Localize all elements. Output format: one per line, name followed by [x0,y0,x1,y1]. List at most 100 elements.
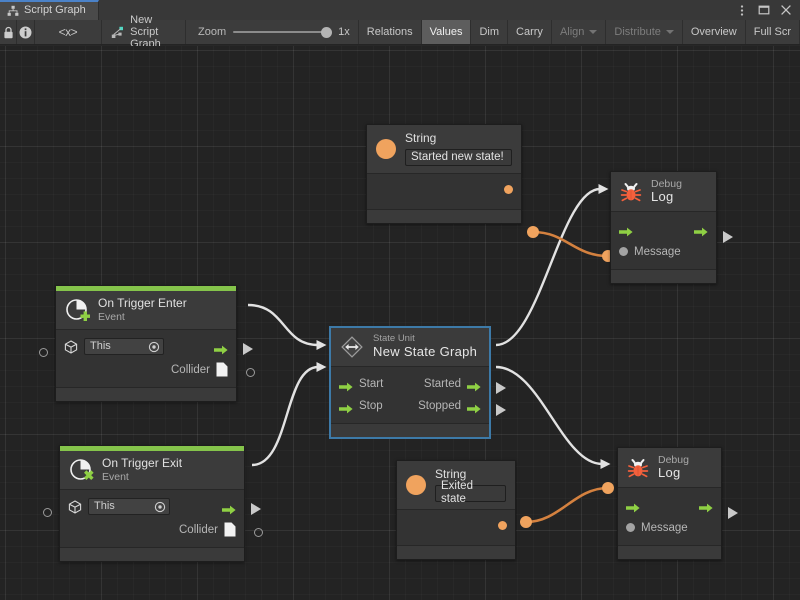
window-tab-bar: Script Graph [0,0,800,20]
node-footer [60,547,244,561]
maximize-icon[interactable] [757,4,770,17]
target-object-field[interactable]: This [84,338,165,355]
more-options-icon[interactable] [735,4,748,17]
breadcrumb[interactable]: New Script Graph [102,14,187,50]
stopped-output-connector[interactable] [496,404,506,416]
zoom-slider[interactable] [233,25,333,39]
node-body: This Collider [56,330,236,387]
string-value-icon [375,138,397,160]
zoom-value: 1x [338,26,350,38]
edge-string-top-to-message [532,230,609,258]
node-debug-log-top[interactable]: Debug Log Message [610,171,733,284]
node-header: Debug Log [611,172,716,212]
target-object-field[interactable]: This [88,498,171,515]
target-input-connector[interactable] [39,348,48,357]
toolbar-button-fullscreen[interactable]: Full Scr [746,20,800,44]
stop-input-port[interactable] [339,401,353,413]
toolbar-button-distribute[interactable]: Distribute [606,20,683,44]
event-accent-bar [56,286,236,291]
node-header: On Trigger Enter Event [56,291,236,330]
info-icon [19,26,32,39]
code-icon-label: <x> [58,25,78,39]
tab-script-graph[interactable]: Script Graph [0,0,99,20]
stopped-output-port[interactable] [467,401,481,413]
chevron-down-icon [589,30,598,34]
string-value-text: Started new state! [411,150,504,163]
node-footer [331,423,489,437]
edge-enter-to-state-start [247,303,327,350]
flow-input-port[interactable] [626,500,640,512]
toolbar-button-overview[interactable]: Overview [683,20,746,44]
node-footer [56,387,236,401]
zoom-label: Zoom [198,26,227,38]
flow-output-port[interactable] [694,224,708,236]
flow-output-port[interactable] [699,500,713,512]
node-header: Debug Log [618,448,721,488]
close-icon[interactable] [779,4,792,17]
start-label: Start [359,377,384,390]
flow-output-connector[interactable] [243,343,253,355]
node-body: Message [611,212,716,269]
edge-stopped-to-debug-bottom [495,365,611,469]
graph-canvas[interactable]: String Started new state! [0,46,800,600]
edge-port-knob [527,226,539,238]
node-state-unit[interactable]: State Unit New State Graph Start Started [330,327,506,438]
node-string-top[interactable]: String Started new state! [366,124,522,224]
string-value-input[interactable]: Started new state! [405,148,512,166]
node-string-bottom[interactable]: String Exited state [396,460,516,560]
stopped-label: Stopped [418,399,461,412]
node-footer [367,208,521,223]
graph-connections [247,184,614,528]
collider-output-connector[interactable] [254,528,263,537]
node-on-trigger-enter[interactable]: On Trigger Enter Event This [39,285,255,402]
code-toggle-button[interactable]: <x> [35,20,103,44]
message-input-port[interactable] [626,523,635,532]
string-output-port[interactable] [498,521,507,531]
tab-label: Script Graph [24,4,86,16]
lock-button[interactable] [0,20,18,44]
zoom-slider-track [233,31,332,33]
zoom-slider-handle[interactable] [321,27,333,38]
edge-string-bottom-to-message [525,486,609,524]
toolbar-button-align[interactable]: Align [552,20,607,44]
node-body: Start Started Stop [331,367,489,423]
flow-output-connector[interactable] [251,503,261,515]
string-value-input[interactable]: Exited state [435,480,506,505]
toolbar-button-align-label: Align [559,26,585,38]
node-header: On Trigger Exit Event [60,451,244,490]
string-value-icon [405,474,427,496]
info-button[interactable] [17,20,35,44]
target-object-value: This [94,500,115,512]
start-input-port[interactable] [339,379,353,391]
flow-output-connector[interactable] [728,507,738,519]
toolbar-button-relations[interactable]: Relations [359,20,422,44]
flow-output-port[interactable] [214,342,228,354]
node-debug-log-bottom[interactable]: Debug Log Message [617,447,738,560]
started-output-connector[interactable] [496,382,506,394]
collider-label: Collider [171,363,210,376]
collider-output-connector[interactable] [246,368,255,377]
object-picker-icon[interactable] [154,501,166,513]
collider-output-port[interactable] [224,522,236,537]
toolbar-button-distribute-label: Distribute [614,26,661,38]
window-controls [731,0,800,20]
node-on-trigger-exit[interactable]: On Trigger Exit Event This [43,445,263,562]
message-label: Message [641,521,688,534]
string-output-port[interactable] [504,185,513,195]
message-input-port[interactable] [619,247,628,256]
toolbar-button-carry[interactable]: Carry [508,20,552,44]
node-body [367,173,521,209]
flow-output-connector[interactable] [723,231,733,243]
target-input-connector[interactable] [43,508,52,517]
started-output-port[interactable] [467,379,481,391]
object-picker-icon[interactable] [148,341,160,353]
collider-output-port[interactable] [216,362,228,377]
script-graph-icon [7,5,19,17]
node-body: Message [618,488,721,545]
toolbar-button-values[interactable]: Values [421,20,472,44]
flow-output-port[interactable] [222,502,236,514]
toolbar-button-dim[interactable]: Dim [471,20,509,44]
node-title-line1: Debug [658,454,689,466]
flow-input-port[interactable] [619,224,633,236]
node-title: On Trigger Exit [102,456,183,471]
